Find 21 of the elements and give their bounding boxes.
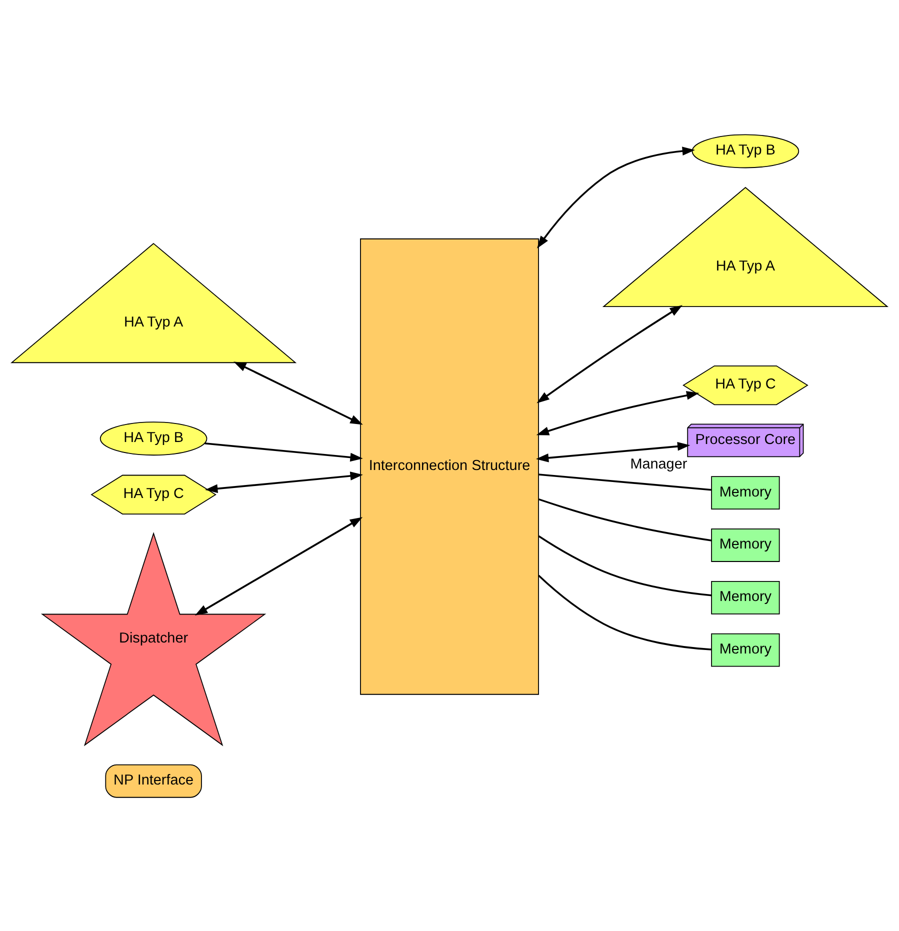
node-box: Memory [711, 476, 780, 510]
arrow [194, 516, 363, 616]
arrow [536, 304, 682, 403]
node-box: Memory [711, 632, 780, 666]
arrow [536, 390, 700, 435]
arrow [205, 471, 363, 493]
arrow [204, 442, 363, 462]
node-ellipse: HA Typ B [100, 421, 208, 456]
connector [538, 534, 712, 596]
arrow [234, 361, 363, 424]
connector [538, 574, 712, 650]
node-label: Manager [630, 456, 688, 472]
arrow [536, 441, 690, 462]
node-box: Memory [711, 528, 780, 562]
node-ellipse: HA Typ B [692, 134, 800, 168]
node-box: NP Interface [105, 764, 202, 798]
node-box: Memory [711, 580, 780, 614]
arrow [537, 146, 696, 248]
connector [538, 473, 712, 490]
node-box: Interconnection Structure [360, 238, 539, 694]
connector [538, 498, 712, 541]
